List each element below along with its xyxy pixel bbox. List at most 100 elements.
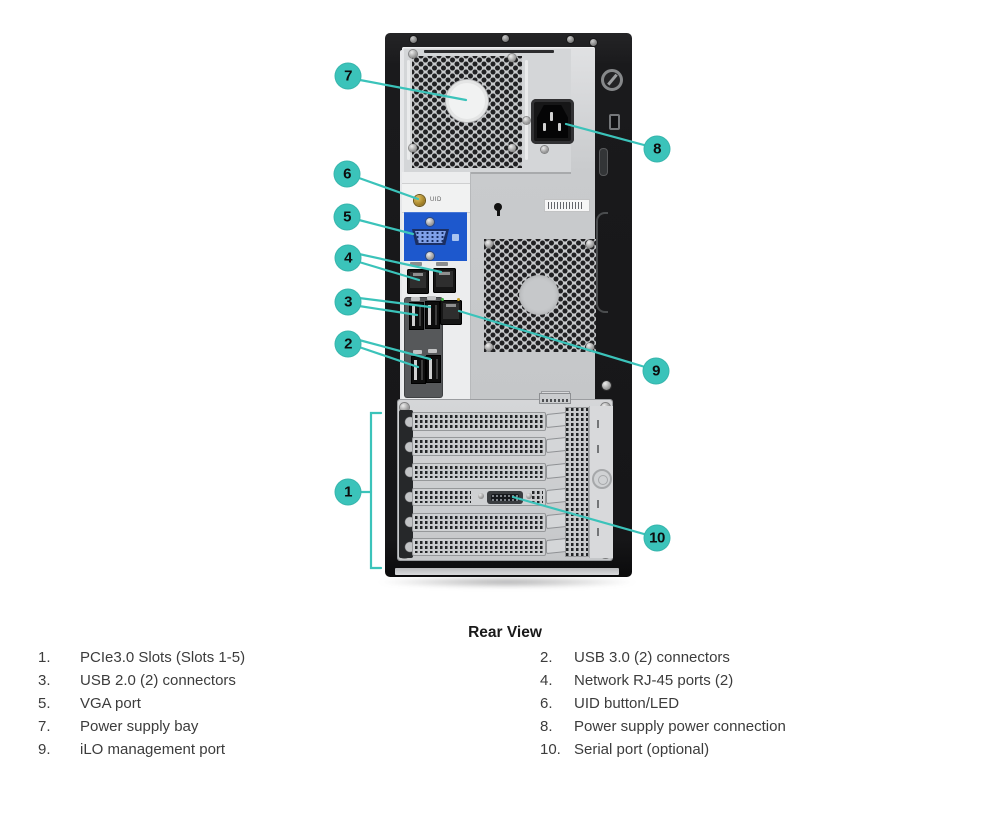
usb3-port-2 (427, 356, 440, 382)
callout-5: 5 (333, 203, 361, 231)
slot-cover-mesh (415, 541, 543, 553)
chassis-base (395, 568, 619, 575)
legend-number: 2. (540, 649, 553, 666)
slot-cover-mesh (415, 440, 543, 453)
callout-2: 2 (334, 330, 362, 358)
callout-6: 6 (333, 160, 361, 188)
legend-label: VGA port (80, 695, 141, 712)
legend-number: 10. (540, 741, 561, 758)
legend-number: 5. (38, 695, 51, 712)
vga-screw-top (426, 218, 434, 226)
ilo-management-port (440, 300, 462, 325)
legend-label: USB 2.0 (2) connectors (80, 672, 236, 689)
vga-screw-bottom (426, 252, 434, 260)
inlet-screw-1 (523, 117, 530, 124)
callout-9: 9 (642, 357, 670, 385)
slot-cover-mesh (415, 491, 471, 503)
pcie-label-mark-4 (597, 528, 599, 536)
ilo-led-green (441, 298, 444, 301)
legend-label: USB 3.0 (2) connectors (574, 649, 730, 666)
legend-column-left: 1. PCIe3.0 Slots (Slots 1-5) 3. USB 2.0 … (38, 646, 245, 761)
callout-3: 3 (334, 288, 362, 316)
slot-latch-1 (547, 413, 566, 427)
legend-item: 6. UID button/LED (540, 692, 786, 715)
nic2-label-icon (410, 262, 422, 266)
legend-label: iLO management port (80, 741, 226, 758)
fan-screw-4 (586, 343, 594, 351)
fan-screw-3 (485, 343, 493, 351)
psu-screw-4 (508, 144, 516, 152)
legend-label: Power supply bay (80, 718, 199, 735)
system-fan-hub (519, 275, 559, 315)
psu-rib-left (407, 60, 410, 160)
fan-screw-1 (485, 240, 493, 248)
slot-latch-5 (547, 514, 566, 528)
usb3-icon-2 (428, 349, 437, 353)
pcie-slot-cover-2 (413, 438, 545, 455)
pcie-side-vent (566, 408, 588, 556)
uid-button (414, 195, 425, 206)
uid-label: UID (430, 197, 442, 203)
pcie-emboss (592, 469, 612, 489)
network-port-2 (407, 269, 429, 294)
legend-number: 3. (38, 672, 51, 689)
legend-label: UID button/LED (574, 695, 680, 712)
legend-number: 8. (540, 718, 553, 735)
serial-screw-right (526, 493, 532, 499)
inlet-pin-right (558, 123, 561, 131)
power-inlet-recess (537, 105, 568, 138)
pcie-label-mark-2 (597, 445, 599, 453)
vga-marking (452, 234, 459, 241)
top-screw-1 (410, 36, 417, 43)
callout-4: 4 (334, 244, 362, 272)
slot-cover-mesh (415, 516, 543, 529)
legend-item: 7. Power supply bay (38, 715, 245, 738)
fan-screw-2 (586, 240, 594, 248)
legend-label: Network RJ-45 ports (2) (574, 672, 734, 689)
inlet-pin-left (543, 123, 546, 131)
legend-item: 5. VGA port (38, 692, 245, 715)
pcie-slot-cover-3 (413, 464, 545, 480)
top-screw-2 (502, 35, 509, 42)
ilo-led-amber (457, 298, 460, 301)
usb2-icon-1 (411, 297, 420, 301)
legend-number: 1. (38, 649, 51, 666)
legend-item: 2. USB 3.0 (2) connectors (540, 646, 786, 669)
legend-item: 9. iLO management port (38, 738, 245, 761)
slot-latch-6 (547, 539, 566, 553)
side-screw (602, 381, 611, 390)
pcie-slot-cover-5 (413, 514, 545, 531)
side-panel-lock (601, 69, 623, 91)
chassis-shadow (376, 576, 638, 588)
usb3-icon-1 (413, 350, 422, 354)
legend-item: 8. Power supply power connection (540, 715, 786, 738)
usb2-port-2 (426, 302, 439, 328)
top-screw-4 (590, 39, 597, 46)
network-port-1 (433, 268, 456, 293)
legend-item: 1. PCIe3.0 Slots (Slots 1-5) (38, 646, 245, 669)
legend-item: 3. USB 2.0 (2) connectors (38, 669, 245, 692)
slot-latch-2 (547, 438, 566, 452)
slot-latch-4 (547, 489, 566, 503)
legend-number: 7. (38, 718, 51, 735)
psu-rib-right (525, 60, 528, 160)
slot-latch-3 (547, 464, 566, 478)
top-screw-3 (567, 36, 574, 43)
legend-number: 6. (540, 695, 553, 712)
slot-cover-mesh (415, 466, 543, 478)
pcie-top-tab (540, 394, 570, 403)
usb2-icon-2 (427, 296, 436, 300)
usb3-port-1 (412, 357, 425, 383)
callout-8: 8 (643, 135, 671, 163)
kensington-slot (609, 114, 620, 130)
side-vent-slot (600, 149, 607, 175)
psu-screw-1 (409, 50, 417, 58)
legend-item: 4. Network RJ-45 ports (2) (540, 669, 786, 692)
serial-number-label (545, 200, 589, 211)
legend-label: PCIe3.0 Slots (Slots 1-5) (80, 649, 246, 666)
pcie-retention-tabs (399, 410, 413, 558)
psu-screw-3 (409, 144, 417, 152)
usb2-port-1 (410, 303, 423, 329)
callout-7: 7 (334, 62, 362, 90)
